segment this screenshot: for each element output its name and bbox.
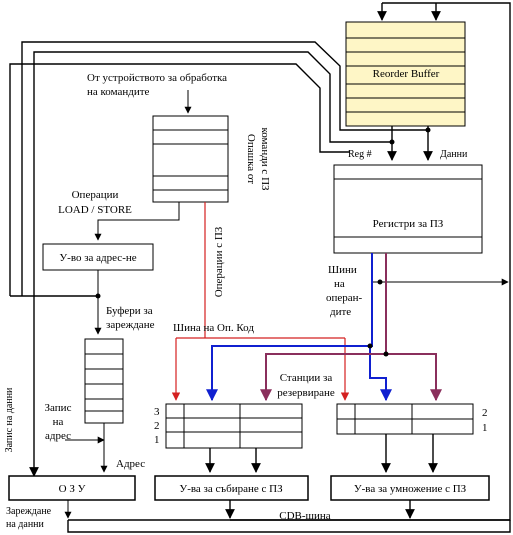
load-buffers — [84, 338, 124, 424]
operand-junction — [377, 279, 383, 285]
operand-buses-label-4: дите — [330, 306, 351, 318]
buffer-junction — [95, 293, 101, 299]
load-buffers-label-2: зареждане — [106, 319, 155, 331]
fp-queue-label-2: команди с ПЗ — [259, 127, 271, 191]
fp-registers-label: Регистри за ПЗ — [373, 218, 444, 230]
reservation-stations-label-1: Станции за — [280, 372, 333, 384]
operand-buses-label-3: операн- — [326, 292, 363, 304]
data-load-label-1: Зареждане — [6, 506, 52, 517]
fp-ops-label: Операции с ПЗ — [213, 226, 225, 297]
cdb-bus-label: CDB-шина — [279, 510, 331, 522]
reg-num-label: Reg # — [348, 149, 372, 160]
rs-add-number-2: 2 — [154, 420, 160, 432]
blue-junction — [367, 343, 373, 349]
fp-mul-unit-label: У-ва за умножение с ПЗ — [354, 483, 467, 495]
load-store-wire — [94, 202, 180, 241]
operand-buses-label-2: на — [334, 278, 345, 290]
fp-queue-label-1: Опашка от — [245, 134, 257, 184]
reg-num-bus-inner — [33, 51, 392, 466]
memory-label: О З У — [59, 483, 86, 495]
load-buffers-label-1: Буфери за — [106, 305, 153, 317]
write-address-label-1: Запис — [45, 402, 72, 414]
fp-add-unit — [154, 475, 309, 501]
mul-reservation-stations — [336, 403, 474, 435]
address-unit — [42, 243, 154, 271]
cdb-bus — [67, 520, 511, 533]
data-write-label: Запис на данни — [4, 387, 15, 452]
fp-add-unit-label: У-ва за събиране с ПЗ — [179, 483, 283, 495]
rs-mul-number-1: 1 — [482, 422, 488, 434]
fp-registers — [333, 164, 483, 254]
instr-source-line-2: на командите — [87, 86, 150, 98]
reg-num-bus-outer — [21, 41, 428, 296]
reorder-buffer — [345, 21, 466, 127]
add-reservation-stations — [165, 403, 303, 449]
rs-add-number-3: 3 — [154, 406, 160, 418]
blue-bus-add — [206, 253, 373, 402]
rs-add-number-1: 1 — [154, 434, 160, 446]
purple-bus-mul — [386, 353, 442, 402]
blue-bus-mul — [369, 346, 392, 402]
purple-junction — [383, 351, 389, 357]
write-address-label-2: на — [53, 416, 64, 428]
reorder-buffer-label: Reorder Buffer — [373, 68, 440, 80]
operand-buses-label-1: Шини — [328, 264, 357, 276]
address-unit-label: У-во за адрес-не — [59, 252, 136, 264]
memory-unit — [8, 475, 136, 501]
instr-source-line-1: От устройството за обработка — [87, 72, 227, 84]
data-load-label-2: на данни — [6, 519, 45, 530]
address-label: Адрес — [116, 458, 145, 470]
rs-mul-number-2: 2 — [482, 407, 488, 419]
fp-mul-unit — [330, 475, 490, 501]
load-store-label-1: Операции — [72, 189, 119, 201]
load-store-label-2: LOAD / STORE — [58, 204, 132, 216]
opcode-bus-label: Шина на Оп. Код — [173, 322, 254, 334]
fp-instruction-queue — [152, 115, 229, 203]
reservation-stations-label-2: резервиране — [277, 387, 335, 399]
write-address-label-3: адрес — [45, 430, 71, 442]
purple-bus-add — [260, 253, 387, 402]
data-bus-outer-3 — [9, 63, 350, 296]
data-label: Данни — [440, 149, 468, 160]
